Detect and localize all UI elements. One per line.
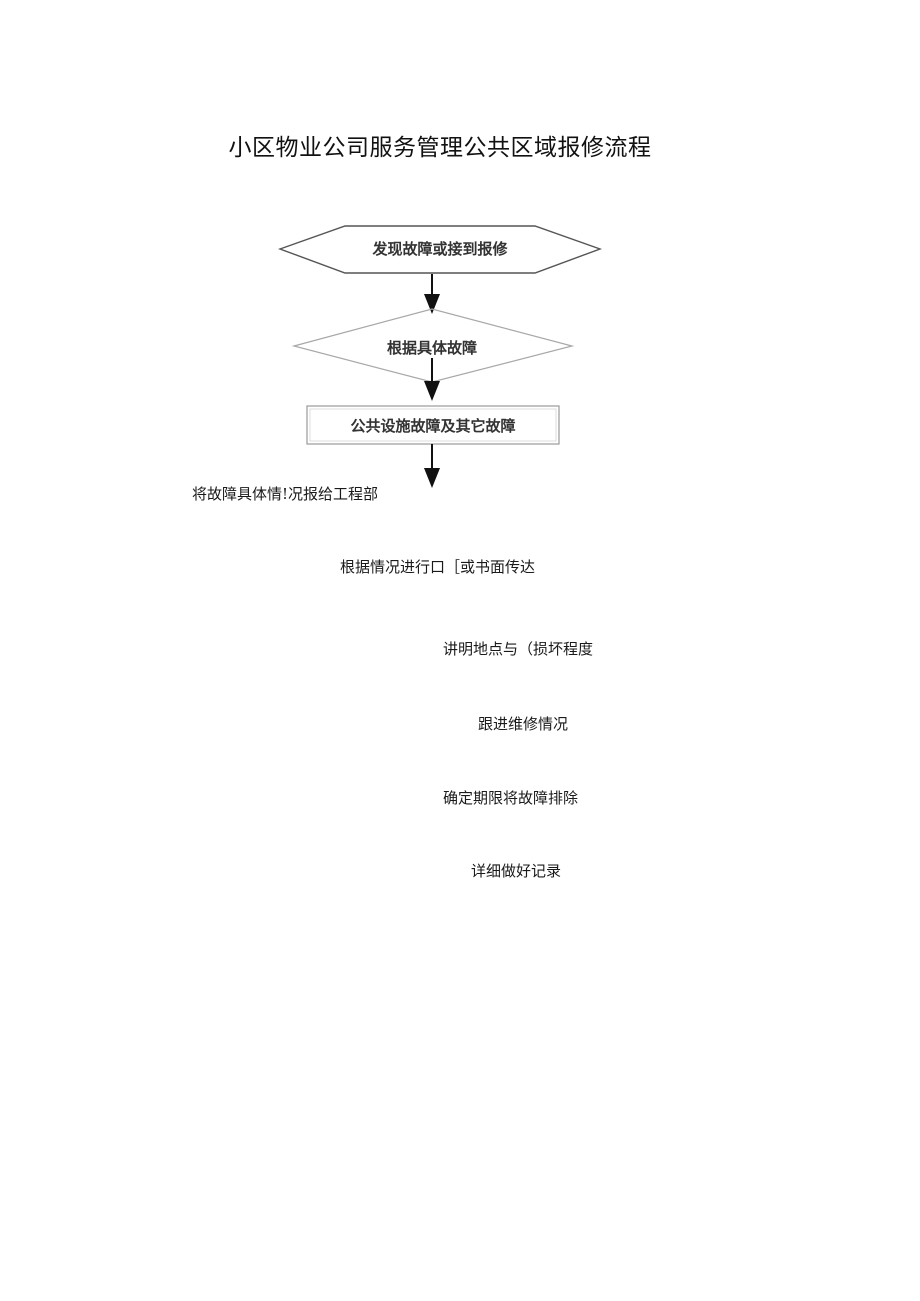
step-report-to-engineering: 将故障具体情!况报给工程部 [192, 485, 379, 503]
rect-node-label: 公共设施故障及其它故障 [350, 417, 516, 435]
step-explain-location: 讲明地点与（损坏程度 [443, 640, 594, 658]
rect-node-shape [306, 405, 560, 445]
page-title: 小区物业公司服务管理公共区域报修流程 [228, 135, 652, 161]
step-follow-up: 跟进维修情况 [478, 715, 569, 733]
hexagon-node-shape [277, 225, 603, 274]
step-convey-instructions: 根据情况进行口［或书面传达 [340, 558, 536, 576]
flowchart [277, 225, 603, 488]
rect-node-inner-border [309, 408, 557, 442]
hexagon-node-label: 发现故障或接到报修 [372, 240, 508, 258]
step-set-deadline: 确定期限将故障排除 [443, 789, 579, 807]
diamond-node-label: 根据具体故障 [360, 337, 504, 358]
step-record: 详细做好记录 [471, 862, 562, 880]
diamond-node-shape [291, 308, 575, 383]
